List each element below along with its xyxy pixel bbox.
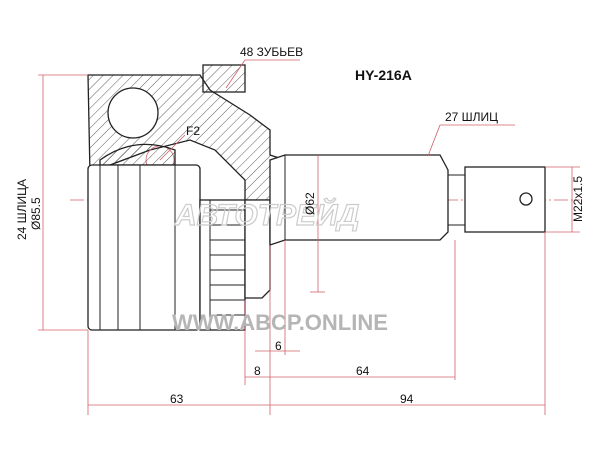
- part-number: HY-216A: [355, 67, 412, 83]
- dim-8: 8: [254, 364, 261, 378]
- shaft-diameter-label: Ø62: [303, 192, 317, 215]
- stem: [244, 199, 271, 299]
- thread-end: [464, 166, 546, 233]
- teeth-label: 48 ЗУБЬЕВ: [240, 45, 303, 59]
- dim-63: 63: [170, 392, 184, 406]
- ball: [107, 87, 159, 139]
- housing-body: [87, 164, 201, 331]
- dim-64: 64: [356, 364, 370, 378]
- shaft: [269, 154, 449, 246]
- dim-6: 6: [275, 339, 282, 353]
- inner-race: [99, 143, 176, 166]
- fit-mark-label: F2: [186, 124, 200, 138]
- watermark-site: WWW.ABCP.ONLINE: [172, 310, 388, 335]
- abs-ring: [199, 199, 246, 331]
- outer-splines-label: 27 ШЛИЦ: [445, 110, 498, 124]
- abs-ring-section: [202, 64, 246, 93]
- watermark-brand: АВТОТРЕЙД: [174, 197, 359, 232]
- inner-splines-label: 24 ШЛИЦА: [15, 179, 29, 240]
- cotter-hole: [519, 192, 533, 206]
- outer-diameter-label: Ø85.5: [29, 197, 43, 230]
- dimension-lines: [38, 59, 580, 415]
- dim-94: 94: [400, 392, 414, 406]
- thread-label: M22x1.5: [571, 176, 585, 222]
- abs-teeth: [209, 200, 245, 330]
